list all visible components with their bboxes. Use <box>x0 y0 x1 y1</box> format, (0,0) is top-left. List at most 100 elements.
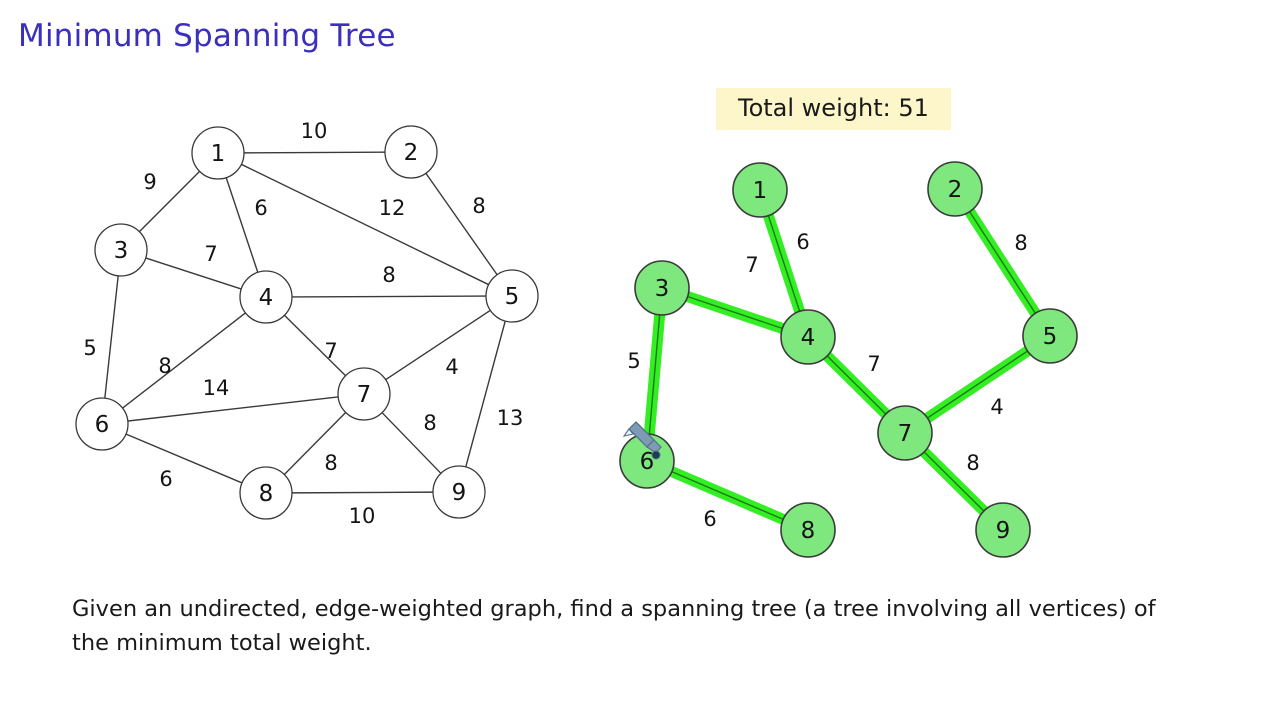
edge-3-4 <box>681 290 789 335</box>
node-2[interactable]: 2 <box>384 125 438 179</box>
node-circle-8[interactable] <box>239 466 293 520</box>
edge-weight-4-7: 7 <box>867 352 880 376</box>
edge-weight-7-9: 8 <box>423 411 436 435</box>
edge-core <box>825 354 888 416</box>
pen-nib-icon <box>651 450 661 460</box>
edge-1-4 <box>762 209 806 318</box>
edge-core <box>922 450 986 513</box>
edge-3-6 <box>643 308 666 441</box>
edge-5-7 <box>921 344 1034 425</box>
pen-cursor[interactable] <box>622 421 662 460</box>
node-circle-3[interactable] <box>94 223 148 277</box>
edge-weight-6-8: 6 <box>159 467 172 491</box>
node-2[interactable]: 2 <box>927 161 983 217</box>
edge-weight-5-9: 13 <box>497 406 524 430</box>
node-6[interactable]: 6 <box>75 397 129 451</box>
node-circle-9[interactable] <box>975 502 1031 558</box>
node-3[interactable]: 3 <box>634 260 690 316</box>
edge-7-9 <box>917 445 991 518</box>
node-label-6: 6 <box>640 449 655 475</box>
edge-line <box>240 163 490 286</box>
node-label-8: 8 <box>801 518 816 544</box>
edge-weight-5-7: 4 <box>445 355 458 379</box>
edge-line <box>124 433 244 484</box>
node-9[interactable]: 9 <box>432 465 486 519</box>
edge-highlight <box>665 465 790 526</box>
node-circle-5[interactable] <box>1022 308 1078 364</box>
edge-6-8 <box>124 433 244 484</box>
node-3[interactable]: 3 <box>94 223 148 277</box>
node-4[interactable]: 4 <box>239 270 293 324</box>
node-8[interactable]: 8 <box>780 502 836 558</box>
node-4[interactable]: 4 <box>780 309 836 365</box>
node-label-1: 1 <box>211 141 226 167</box>
node-circle-5[interactable] <box>485 269 539 323</box>
edge-line <box>290 491 435 494</box>
edge-weight-3-4: 7 <box>204 242 217 266</box>
node-6[interactable]: 6 <box>619 433 675 489</box>
node-1[interactable]: 1 <box>191 126 245 180</box>
edge-highlight <box>762 209 806 318</box>
edge-highlight <box>681 290 789 335</box>
edge-weight-6-8: 6 <box>703 507 716 531</box>
edge-line <box>384 309 492 381</box>
edge-line <box>290 295 488 298</box>
node-circle-3[interactable] <box>634 260 690 316</box>
node-circle-6[interactable] <box>75 397 129 451</box>
edge-highlight <box>643 308 666 441</box>
node-circle-1[interactable] <box>191 126 245 180</box>
node-circle-8[interactable] <box>780 502 836 558</box>
edge-6-7 <box>126 396 340 422</box>
edge-weight-1-4: 6 <box>796 230 809 254</box>
edge-weight-6-7: 14 <box>203 376 230 400</box>
node-circle-7[interactable] <box>337 367 391 421</box>
node-circle-9[interactable] <box>432 465 486 519</box>
node-5[interactable]: 5 <box>485 269 539 323</box>
node-9[interactable]: 9 <box>975 502 1031 558</box>
total-weight-banner: Total weight: 51 <box>716 88 951 130</box>
edge-3-6 <box>104 274 119 400</box>
edge-weight-1-5: 12 <box>379 196 406 220</box>
edge-weight-4-6: 8 <box>158 354 171 378</box>
edge-weight-3-6: 5 <box>627 349 640 373</box>
edge-8-9 <box>290 491 435 494</box>
edge-4-6 <box>121 311 247 410</box>
node-label-5: 5 <box>505 284 520 310</box>
edge-line <box>121 311 247 410</box>
node-circle-6[interactable] <box>619 433 675 489</box>
pen-body-icon <box>628 421 655 448</box>
node-8[interactable]: 8 <box>239 466 293 520</box>
edge-core <box>648 313 661 436</box>
edge-1-2 <box>242 151 387 154</box>
mst-result-nodes: 1 2 3 4 5 6 7 8 9 <box>619 161 1078 558</box>
edge-4-7 <box>820 349 893 421</box>
node-label-9: 9 <box>452 480 467 506</box>
edge-highlight <box>820 349 893 421</box>
node-7[interactable]: 7 <box>877 405 933 461</box>
node-5[interactable]: 5 <box>1022 308 1078 364</box>
edge-line <box>126 396 340 422</box>
node-circle-7[interactable] <box>877 405 933 461</box>
edge-line <box>138 170 201 233</box>
edge-weight-3-4: 7 <box>745 253 758 277</box>
edge-core <box>926 349 1029 420</box>
node-circle-1[interactable] <box>732 162 788 218</box>
node-circle-2[interactable] <box>384 125 438 179</box>
node-circle-2[interactable] <box>927 161 983 217</box>
edge-line <box>283 411 347 476</box>
edge-weight-7-8: 8 <box>324 451 337 475</box>
node-7[interactable]: 7 <box>337 367 391 421</box>
edge-line <box>242 151 387 154</box>
node-circle-4[interactable] <box>780 309 836 365</box>
node-label-8: 8 <box>259 481 274 507</box>
node-circle-4[interactable] <box>239 270 293 324</box>
node-label-5: 5 <box>1043 324 1058 350</box>
edge-1-4 <box>225 176 259 274</box>
edge-line <box>464 319 507 469</box>
node-label-3: 3 <box>114 238 129 264</box>
node-1[interactable]: 1 <box>732 162 788 218</box>
node-label-3: 3 <box>655 276 670 302</box>
node-label-1: 1 <box>753 178 768 204</box>
